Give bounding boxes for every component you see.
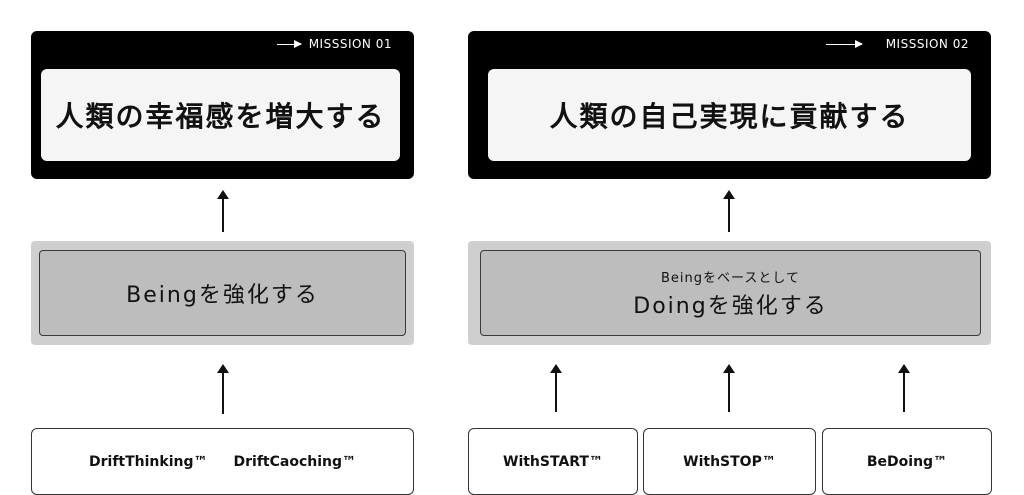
- mission-01-box: MISSSION 01 人類の幸福感を増大する: [31, 31, 414, 179]
- product-driftcaoching: DriftCaoching™: [233, 453, 357, 470]
- arrow-up-icon: [898, 364, 910, 412]
- product-withstop: WithSTOP™: [683, 453, 776, 470]
- middle-left-title: Beingを強化する: [126, 283, 319, 308]
- arrow-up-icon: [217, 364, 229, 414]
- middle-right-subtitle: Beingをベースとして: [661, 270, 800, 286]
- mission-02-panel: 人類の自己実現に貢献する: [488, 69, 971, 161]
- bottom-withstop-box: WithSTOP™: [643, 428, 816, 495]
- middle-right-box: Beingをベースとして Doingを強化する: [468, 241, 991, 345]
- arrow-up-icon: [723, 190, 735, 232]
- arrow-up-icon: [217, 190, 229, 232]
- arrow-right-icon: [276, 39, 302, 48]
- bottom-left-box: DriftThinking™ DriftCaoching™: [31, 428, 414, 495]
- mission-02-label: MISSSION 02: [825, 37, 969, 51]
- mission-01-title: 人類の幸福感を増大する: [55, 100, 386, 133]
- mission-01-label: MISSSION 01: [276, 37, 392, 51]
- middle-left-panel: Beingを強化する: [39, 250, 406, 336]
- arrow-up-icon: [550, 364, 562, 412]
- product-driftthinking: DriftThinking™: [89, 453, 208, 470]
- mission-01-panel: 人類の幸福感を増大する: [41, 69, 400, 161]
- arrow-up-icon: [723, 364, 735, 412]
- mission-02-box: MISSSION 02 人類の自己実現に貢献する: [468, 31, 991, 179]
- product-bedoing: BeDoing™: [866, 453, 948, 470]
- middle-left-box: Beingを強化する: [31, 241, 414, 345]
- bottom-withstart-box: WithSTART™: [468, 428, 638, 495]
- middle-right-panel: Beingをベースとして Doingを強化する: [480, 250, 981, 336]
- mission-02-title: 人類の自己実現に貢献する: [549, 100, 910, 133]
- bottom-bedoing-box: BeDoing™: [822, 428, 992, 495]
- arrow-right-icon: [825, 39, 863, 48]
- product-withstart: WithSTART™: [503, 453, 603, 470]
- middle-right-title: Doingを強化する: [633, 293, 828, 319]
